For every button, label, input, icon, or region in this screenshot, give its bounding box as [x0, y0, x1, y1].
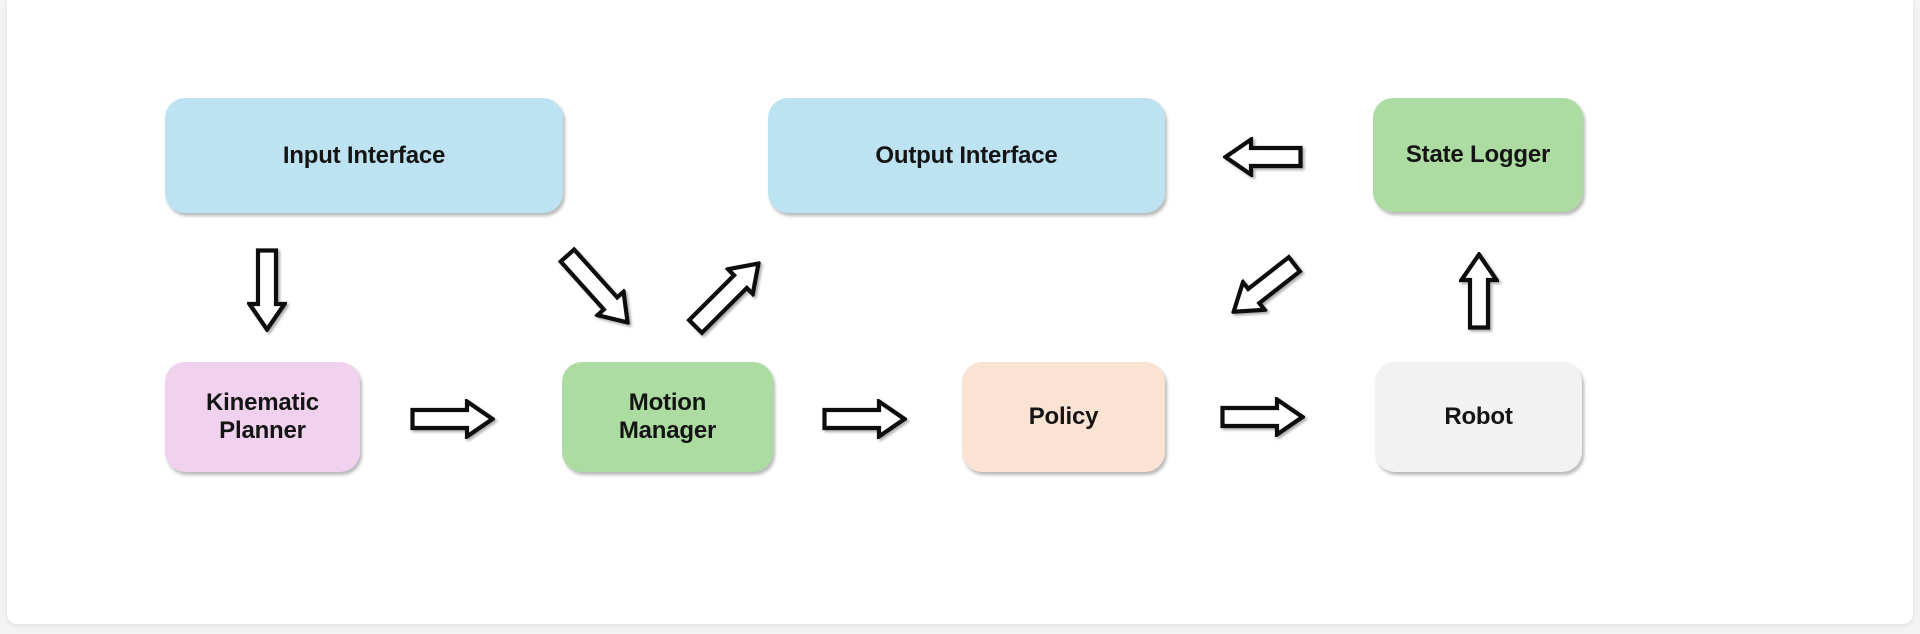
arrow-kinematic-to-motion — [409, 399, 495, 439]
node-label: Output Interface — [875, 141, 1058, 169]
block-arrow-icon — [409, 399, 495, 439]
node-label: Policy — [1028, 403, 1099, 431]
node-label: Input Interface — [282, 141, 446, 169]
node-robot[interactable]: Robot — [1375, 362, 1582, 472]
node-kinematic-planner[interactable]: Kinematic Planner — [165, 362, 360, 472]
arrow-statelogger-to-policy — [1223, 254, 1305, 314]
arrow-input-to-kinematic — [225, 248, 309, 332]
node-label: Robot — [1444, 403, 1513, 431]
arrow-robot-to-statelogger — [1440, 252, 1518, 330]
node-output-interface[interactable]: Output Interface — [768, 98, 1165, 213]
block-arrow-icon — [821, 399, 907, 439]
slide-canvas — [7, 0, 1913, 624]
node-label: State Logger — [1405, 141, 1551, 169]
node-policy[interactable]: Policy — [962, 362, 1165, 472]
block-arrow-icon — [1219, 247, 1308, 329]
block-arrow-icon — [247, 248, 287, 332]
block-arrow-icon — [1459, 252, 1499, 330]
arrow-statelogger-to-output — [1223, 137, 1303, 177]
node-input-interface[interactable]: Input Interface — [165, 98, 563, 213]
node-state-logger[interactable]: State Logger — [1373, 98, 1583, 212]
block-arrow-icon — [1223, 137, 1303, 177]
block-arrow-icon — [550, 240, 643, 337]
node-label: Kinematic Planner — [206, 389, 319, 444]
arrow-motion-to-output — [680, 260, 774, 336]
block-arrow-icon — [680, 248, 775, 343]
arrow-motion-to-policy — [821, 399, 907, 439]
arrow-policy-to-robot — [1219, 397, 1305, 437]
block-arrow-icon — [1219, 397, 1305, 437]
node-motion-manager[interactable]: Motion Manager — [562, 362, 773, 472]
node-label: Motion Manager — [618, 389, 717, 444]
arrow-input-to-motion — [550, 246, 645, 326]
